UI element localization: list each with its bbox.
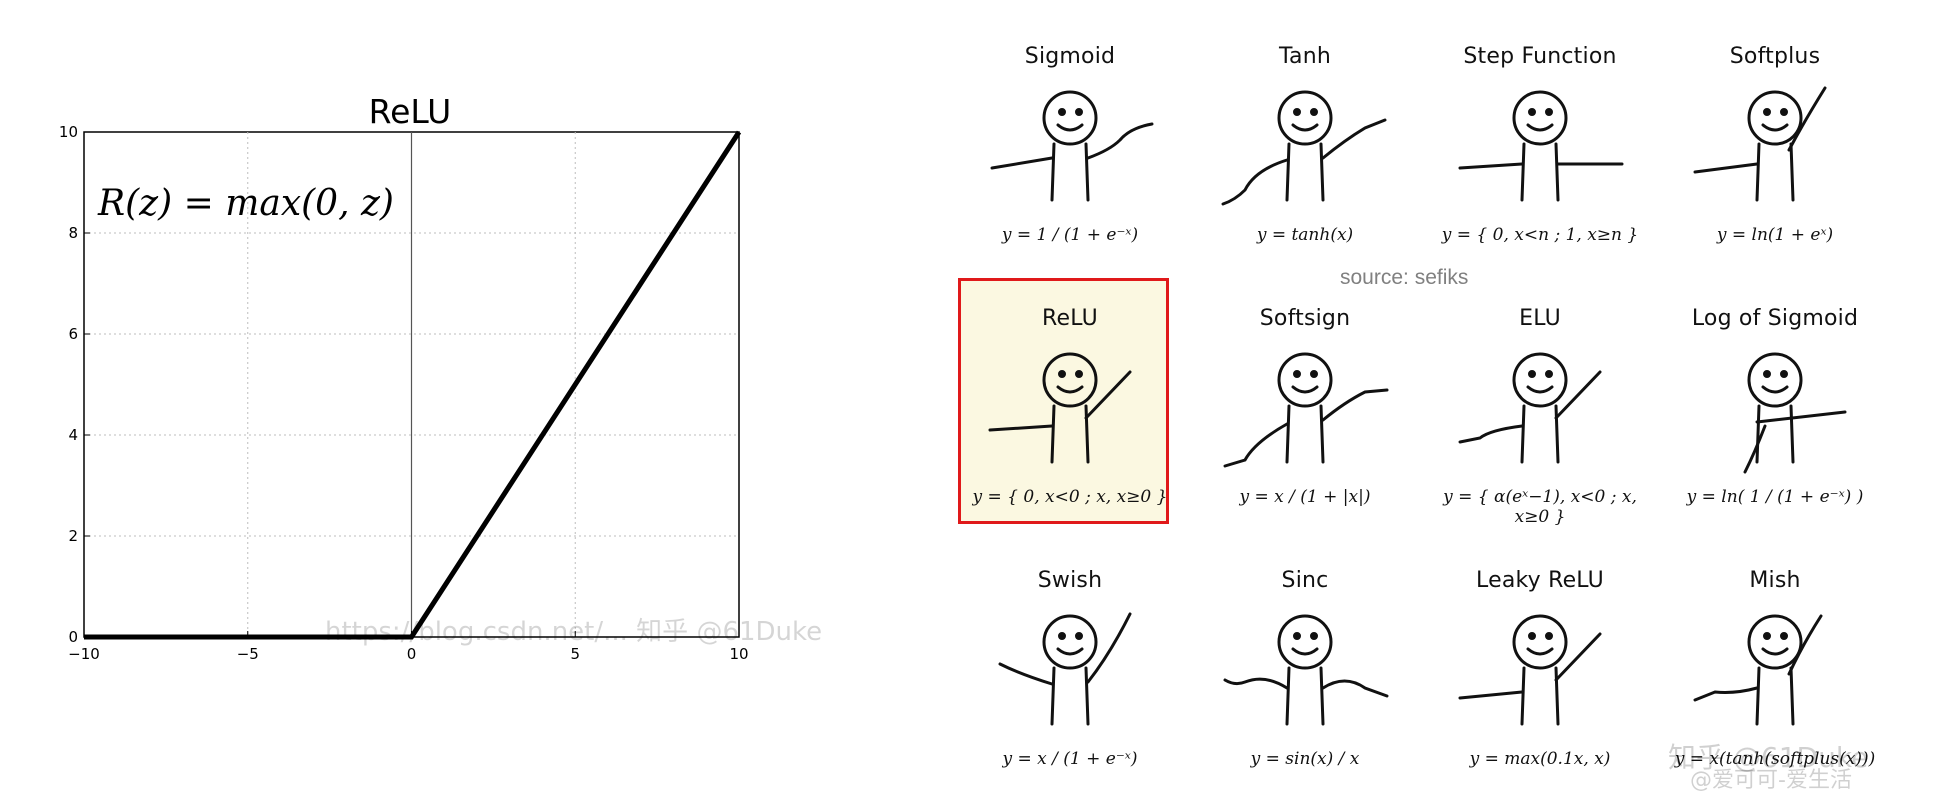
stick-figure-icon: [1693, 614, 1823, 726]
activation-name: Mish: [1749, 568, 1801, 593]
stick-figure-icon: [998, 612, 1132, 726]
panel-watermark-primary: 知乎 @61Duke: [1668, 741, 1869, 774]
activation-name: Leaky ReLU: [1476, 568, 1604, 593]
activation-name: Step Function: [1463, 44, 1617, 69]
activation-name: Softsign: [1259, 306, 1351, 331]
activation-formula: y = x / (1 + |x|): [1239, 487, 1371, 507]
activation-card-leaky-relu: Leaky ReLU y = max(0.1x, x): [1430, 544, 1650, 804]
source-label: source: sefiks: [1340, 266, 1469, 289]
activation-formula: y = { α(eˣ−1), x<0 ; x, x≥0 }: [1443, 487, 1637, 527]
y-tick-label: 8: [68, 224, 78, 242]
y-tick-label: 6: [68, 325, 78, 343]
stick-figure-icon: [1458, 352, 1602, 464]
y-tick-label: 4: [68, 426, 78, 444]
stick-figure-icon: [1693, 86, 1827, 202]
activation-card-softplus: Softplus y = ln(1 + eˣ): [1665, 20, 1885, 280]
activation-formula: y = 1 / (1 + e⁻ˣ): [1001, 225, 1139, 245]
relu-chart: ReLU −10 −5 0 5 10 0 2 4 6 8 10 R(z) = max(0, z) h…: [59, 92, 822, 663]
stick-figure-icon: [1458, 614, 1602, 726]
activation-card-softsign: Softsign y = x / (1 + |x|): [1195, 282, 1415, 542]
stick-figure-icon: [1458, 90, 1624, 202]
x-tick-label: −10: [68, 645, 100, 663]
activation-card-mish: Mish y = x(tanh(softplus(x))): [1665, 544, 1885, 804]
activation-name: Softplus: [1729, 44, 1821, 69]
activation-card-step-function: Step Function y = { 0, x<n ; 1, x≥n }: [1430, 20, 1650, 280]
grid-lines: [84, 132, 739, 637]
stick-figure-icon: [1223, 352, 1389, 468]
activation-formula: y = ln(1 + eˣ): [1716, 225, 1834, 245]
y-tick-label: 10: [59, 123, 78, 141]
formula-annotation: R(z) = max(0, z): [97, 183, 394, 224]
stick-figure-icon: [1221, 90, 1387, 206]
activation-card-sinc: Sinc y = sin(x) / x: [1195, 544, 1415, 804]
x-tick-label: 10: [729, 645, 748, 663]
stick-figure-icon: [1223, 614, 1389, 726]
activation-name: Sinc: [1281, 568, 1329, 593]
activation-formula: y = tanh(x): [1256, 225, 1354, 245]
activation-formula: y = x / (1 + e⁻ˣ): [1002, 749, 1138, 769]
activation-name: Log of Sigmoid: [1691, 306, 1859, 331]
stick-figure-icon: [988, 352, 1132, 464]
relu-highlight-box: [958, 278, 1169, 524]
activation-card-tanh: Tanh y = tanh(x): [1195, 20, 1415, 280]
activation-card-relu: ReLU y = { 0, x<0 ; x, x≥0 }: [960, 282, 1180, 542]
chart-watermark: https://blog.csdn.net/... 知乎 @61Duke: [325, 617, 822, 647]
activation-formula: y = max(0.1x, x): [1469, 749, 1611, 769]
chart-title: ReLU: [369, 92, 452, 131]
x-tick-label: 5: [570, 645, 580, 663]
activation-card-log-of-sigmoid: Log of Sigmoid y = ln( 1 / (1 + e⁻ˣ) ): [1665, 282, 1885, 542]
activation-name: Tanh: [1279, 44, 1331, 69]
activation-formula: y = sin(x) / x: [1250, 749, 1360, 769]
activation-formula: y = x(tanh(softplus(x))): [1674, 749, 1876, 769]
stick-figure-icon: [1743, 352, 1847, 474]
y-tick-label: 2: [68, 527, 78, 545]
relu-series-line: [84, 130, 742, 640]
y-tick-label: 0: [68, 628, 78, 646]
activation-name: Sigmoid: [1024, 44, 1116, 69]
x-tick-label: 0: [407, 645, 417, 663]
panel-watermark-secondary: @爱可可-爱生活: [1690, 768, 1852, 793]
activation-formula: y = { 0, x<0 ; x, x≥0 }: [972, 487, 1168, 507]
activation-functions-panel: source: sefiks Sigmoid y = 1 / (1 + e⁻ˣ) T…: [950, 0, 1915, 801]
activation-card-swish: Swish y = x / (1 + e⁻ˣ): [960, 544, 1180, 804]
activation-card-sigmoid: Sigmoid y = 1 / (1 + e⁻ˣ): [960, 20, 1180, 280]
activation-name: ELU: [1519, 306, 1561, 331]
x-tick-label: −5: [237, 645, 259, 663]
activation-formula: y = { 0, x<n ; 1, x≥n }: [1441, 225, 1639, 245]
activation-name: ReLU: [1042, 306, 1098, 331]
axis-ticks: −10 −5 0 5 10 0 2 4 6 8 10: [59, 123, 749, 663]
activation-card-elu: ELU y = { α(eˣ−1), x<0 ; x, x≥0 }: [1430, 282, 1650, 542]
activation-formula: y = ln( 1 / (1 + e⁻ˣ) ): [1686, 487, 1864, 507]
stick-figure-icon: [990, 90, 1154, 202]
activation-name: Swish: [1037, 568, 1103, 593]
